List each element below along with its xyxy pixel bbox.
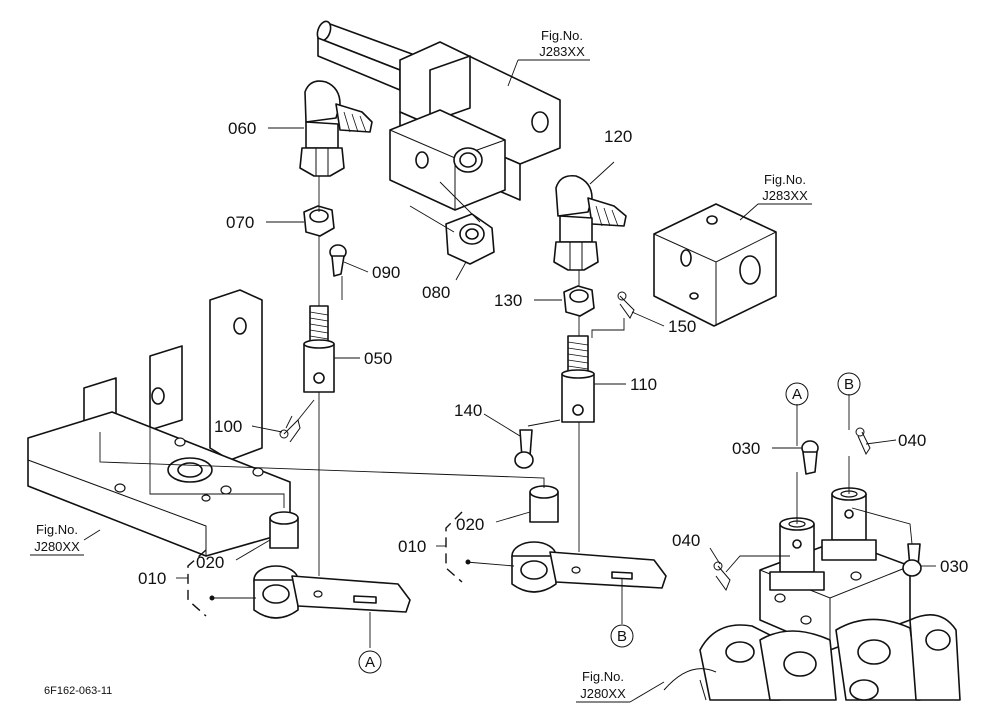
part-label-130: 130 — [494, 291, 522, 310]
callout-b-right-label: B — [844, 376, 854, 393]
figref-right-line2: J283XX — [762, 188, 808, 203]
snap-pin-100 — [279, 419, 301, 443]
lever-dot-left — [209, 595, 215, 601]
part-label-010-mid: 010 — [398, 537, 426, 556]
figref-right-line1: Fig.No. — [764, 172, 806, 187]
control-valve-assembly — [663, 487, 961, 701]
part-label-010-left: 010 — [138, 569, 166, 588]
part-label-030-top: 030 — [732, 439, 760, 458]
snap-pin-040-top — [855, 427, 871, 456]
figref-left-line1: Fig.No. — [36, 522, 78, 537]
part-label-020-mid: 020 — [456, 515, 484, 534]
ball-joint-060 — [299, 80, 373, 177]
part-label-100: 100 — [214, 417, 242, 436]
nut-130 — [563, 285, 595, 317]
group-bracket-010-left — [187, 549, 207, 617]
callout-a-bottom-label: A — [365, 654, 375, 671]
callout-b-mid: B — [610, 624, 634, 648]
part-label-030-right: 030 — [940, 557, 968, 576]
clevis-pin-030-top — [801, 440, 819, 475]
assembly-lines — [99, 176, 913, 648]
part-label-070: 070 — [226, 213, 254, 232]
figref-top-line2: J283XX — [539, 44, 585, 59]
part-label-120: 120 — [604, 127, 632, 146]
lever-010-mid — [511, 541, 667, 593]
group-bracket-010-mid — [445, 511, 463, 583]
leader-lines — [30, 59, 936, 703]
part-label-150: 150 — [668, 317, 696, 336]
part-label-080: 080 — [422, 283, 450, 302]
callout-a-bottom: A — [358, 650, 382, 674]
nut-070 — [303, 205, 335, 237]
mounting-bracket-top — [316, 20, 561, 211]
figref-top-line1: Fig.No. — [541, 28, 583, 43]
part-label-040-left: 040 — [672, 531, 700, 550]
base-bracket-left — [27, 289, 291, 557]
callout-a-right-label: A — [792, 386, 802, 403]
lever-010-left — [253, 565, 411, 619]
part-label-060: 060 — [228, 119, 256, 138]
callout-a-right: A — [785, 382, 809, 406]
part-label-040-top: 040 — [898, 431, 926, 450]
bushing-020-left — [269, 511, 299, 549]
bushing-020-mid — [529, 485, 559, 523]
callout-b-mid-label: B — [617, 628, 627, 645]
part-label-090: 090 — [372, 263, 400, 282]
clevis-pin-140 — [514, 429, 534, 469]
part-label-020-left: 020 — [196, 553, 224, 572]
clevis-pin-090 — [329, 244, 347, 277]
snap-pin-150 — [617, 291, 635, 319]
rod-end-050 — [303, 305, 335, 393]
valve-block-right — [653, 203, 777, 327]
figref-bottom-line1: Fig.No. — [582, 669, 624, 684]
drawing-code: 6F162-063-11 — [44, 685, 112, 697]
snap-pin-040-left — [713, 561, 731, 592]
figref-left-line2: J280XX — [34, 539, 80, 554]
lever-dot-mid — [465, 559, 471, 565]
figref-bottom-line2: J280XX — [580, 686, 626, 701]
part-label-050: 050 — [364, 349, 392, 368]
part-label-110: 110 — [630, 375, 657, 394]
part-label-140: 140 — [454, 401, 482, 420]
rod-end-110 — [561, 335, 595, 423]
ball-joint-120 — [553, 174, 627, 271]
nut-080 — [445, 213, 495, 265]
clevis-pin-030-right — [902, 543, 922, 577]
callout-b-right: B — [837, 372, 861, 396]
